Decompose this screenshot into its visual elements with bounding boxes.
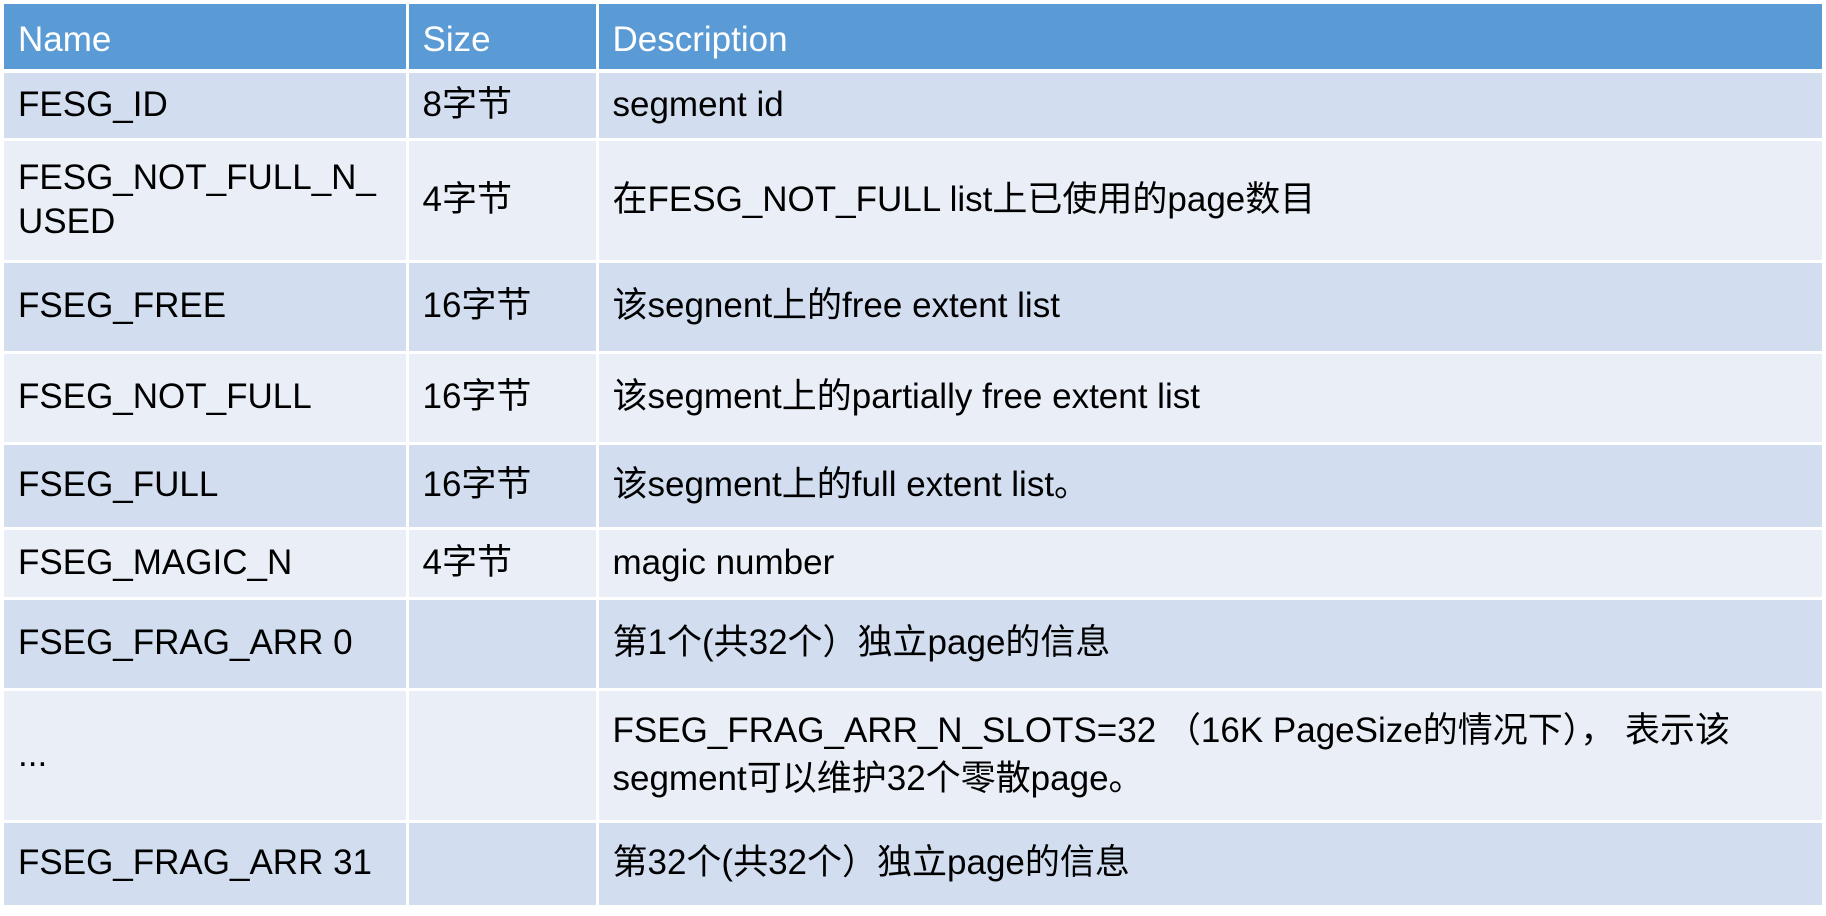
cell-size: [407, 598, 599, 691]
cell-name: FSEG_FRAG_ARR 31: [4, 821, 409, 908]
cell-size: 4字节: [407, 528, 599, 600]
cell-description: FSEG_FRAG_ARR_N_SLOTS=32 （16K PageSize的情…: [597, 689, 1822, 823]
table-row: ... FSEG_FRAG_ARR_N_SLOTS=32 （16K PageSi…: [4, 689, 1822, 823]
segment-inode-table-container: Name Size Description FESG_ID 8字节 segmen…: [4, 4, 1822, 908]
cell-description: 该segnent上的free extent list: [597, 261, 1822, 354]
table-row: FSEG_FULL 16字节 该segment上的full extent lis…: [4, 443, 1822, 530]
table-row: FESG_ID 8字节 segment id: [4, 71, 1822, 141]
cell-size: 16字节: [407, 352, 599, 445]
table-row: FSEG_FRAG_ARR 0 第1个(共32个）独立page的信息: [4, 598, 1822, 691]
cell-description: magic number: [597, 528, 1822, 600]
cell-description: segment id: [597, 71, 1822, 141]
cell-size: [407, 689, 599, 823]
header-description: Description: [597, 4, 1822, 73]
cell-description: 该segment上的full extent list。: [597, 443, 1822, 530]
table-row: FSEG_NOT_FULL 16字节 该segment上的partially f…: [4, 352, 1822, 445]
cell-name: FSEG_NOT_FULL: [4, 352, 409, 445]
cell-size: [407, 821, 599, 908]
cell-description: 在FESG_NOT_FULL list上已使用的page数目: [597, 139, 1822, 263]
cell-description: 第1个(共32个）独立page的信息: [597, 598, 1822, 691]
cell-name: FSEG_FULL: [4, 443, 409, 530]
cell-size: 16字节: [407, 261, 599, 354]
table-row: FSEG_FRAG_ARR 31 第32个(共32个）独立page的信息: [4, 821, 1822, 908]
cell-size: 4字节: [407, 139, 599, 263]
segment-inode-table: Name Size Description FESG_ID 8字节 segmen…: [4, 4, 1822, 908]
cell-name: FSEG_FRAG_ARR 0: [4, 598, 409, 691]
cell-description: 第32个(共32个）独立page的信息: [597, 821, 1822, 908]
table-row: FSEG_MAGIC_N 4字节 magic number: [4, 528, 1822, 600]
cell-name: FSEG_FREE: [4, 261, 409, 354]
cell-name: ...: [4, 689, 409, 823]
cell-name: FESG_ID: [4, 71, 409, 141]
header-name: Name: [4, 4, 409, 73]
cell-name: FESG_NOT_FULL_N_USED: [4, 139, 409, 263]
cell-description: 该segment上的partially free extent list: [597, 352, 1822, 445]
cell-size: 8字节: [407, 71, 599, 141]
table-row: FSEG_FREE 16字节 该segnent上的free extent lis…: [4, 261, 1822, 354]
table-row: FESG_NOT_FULL_N_USED 4字节 在FESG_NOT_FULL …: [4, 139, 1822, 263]
cell-size: 16字节: [407, 443, 599, 530]
cell-name: FSEG_MAGIC_N: [4, 528, 409, 600]
header-size: Size: [407, 4, 599, 73]
table-header-row: Name Size Description: [4, 4, 1822, 73]
